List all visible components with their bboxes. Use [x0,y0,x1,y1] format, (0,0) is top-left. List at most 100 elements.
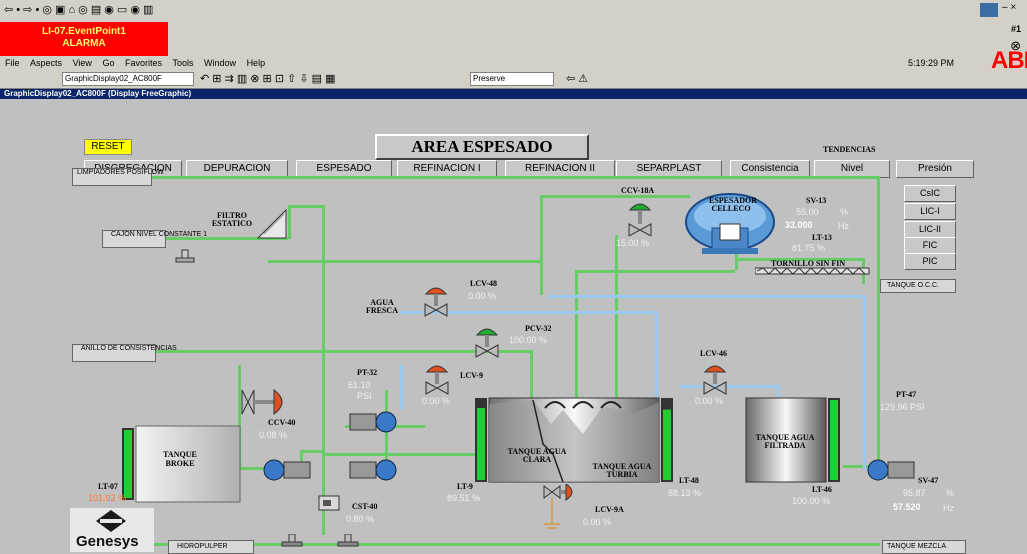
alarm-banner[interactable]: LI-07.EventPoint1 ALARMA [0,22,168,56]
menu-favorites[interactable]: Favorites [124,58,162,68]
ccv18a-valve-icon[interactable] [627,198,653,236]
genesys-logo-icon [96,510,126,532]
preserve-combo[interactable]: Preserve [470,72,554,86]
side-lic2-button[interactable]: LIC-II [904,221,956,238]
tag-limpiadores[interactable]: LIMPIADORES POSIFLOW [72,168,164,186]
sv13-unit: % [840,207,849,217]
alarm-event: LI-07.EventPoint1 [42,26,126,37]
valve-bottom-1-icon[interactable] [280,534,304,550]
reset-button[interactable]: RESET [84,139,132,155]
tag-tanque-occ[interactable]: TANQUE O.C.C. [880,279,956,293]
lcv46-valve-icon[interactable] [702,360,728,396]
menu-window[interactable]: Window [204,58,237,68]
ccv40-valve-icon[interactable] [240,388,292,416]
genesys-logo: Genesys [70,508,154,552]
sv47-label: SV-47 [918,476,939,485]
side-lic1-button[interactable]: LIC-I [904,203,956,220]
tanque-agua-filtrada[interactable] [744,394,854,486]
lt48-label: LT-48 [679,476,699,485]
pump-broke-icon[interactable] [262,456,314,484]
pt32-label: PT-32 [357,368,378,377]
menu-aspects[interactable]: Aspects [30,58,63,68]
cst40-sensor-icon[interactable] [317,494,341,512]
tag-tanque-mezcla[interactable]: TANQUE MEZCLA [882,540,966,554]
tanque-broke[interactable] [118,424,244,506]
ccv40-label: CCV-40 [268,418,296,427]
tanque-turbia-label: TANQUE AGUA TURBIA [592,462,652,479]
window-controls-icon[interactable]: – × [1002,2,1017,13]
lcv46-label: LCV-46 [700,349,727,358]
cst40-value: 0.80 % [346,514,375,524]
sv13-label: SV-13 [806,196,827,205]
tendencias-label: TENDENCIAS [823,145,876,154]
page-title: AREA ESPESADO [375,134,589,160]
lt13-label: LT-13 [812,233,832,242]
lcv9a-label: LCV-9A [595,505,624,514]
lt9-label: LT-9 [457,482,473,491]
lt46-value: 100.00 % [792,496,831,506]
sv13-value: 55.00 [796,207,819,217]
ccv18a-label: CCV-18A [621,186,655,195]
lt13-value: 81.75 % [792,243,826,253]
nav-nivel[interactable]: Nivel [814,160,890,178]
menu-tools[interactable]: Tools [172,58,194,68]
side-fic-button[interactable]: FIC [904,237,956,254]
lt9-value: 89.51 % [447,493,481,503]
menu-go[interactable]: Go [102,58,115,68]
sv13-hz-value: 33.000 [785,220,813,230]
lcv48-valve-icon[interactable] [423,282,449,318]
tag-anillo[interactable]: ANILLO DE CONSISTENCIAS [72,344,177,362]
lcv9a-value: 0.00 % [583,517,612,527]
menu-view[interactable]: View [72,58,92,68]
toolbar-icons[interactable]: ↶ ⊞ ⇉ ▥ ⊗ ⊞ ⊡ ⇧ ⇩ ▤ ▦ [200,73,336,85]
display-toolbar: GraphicDisplay02_AC800F ↶ ⊞ ⇉ ▥ ⊗ ⊞ ⊡ ⇧ … [0,70,1027,89]
app-icon [980,3,998,17]
lt07-label: LT-07 [98,482,118,491]
pt32-unit: PSI [357,391,372,401]
pcv32-value: 100.00 % [509,335,548,345]
alarm-strip: #1 ⊗ [168,22,1027,56]
tanque-clara-label: TANQUE AGUA CLARA [507,447,567,464]
tag-cajon[interactable]: CAJON NIVEL CONSTANTE 1 [102,230,207,248]
filtro-valve-icon[interactable] [174,248,196,266]
nav-arrows-icon[interactable]: ⇦ • ⇨ • ◎ ▣ ⌂ ◎ ▤ ◉ ▭ ◉ ▥ [4,4,154,16]
display-combo[interactable]: GraphicDisplay02_AC800F [62,72,194,86]
genesys-logo-text: Genesys [76,533,139,550]
display-titlebar: GraphicDisplay02_AC800F (Display FreeGra… [0,89,1027,99]
espesador-label: ESPESADOR CELLECO [709,196,758,213]
side-csic-button[interactable]: CsIC [904,185,956,202]
pcv32-valve-icon[interactable] [474,323,500,359]
filtro-icon[interactable] [256,206,296,240]
side-pic-button[interactable]: PIC [904,253,956,270]
sv47-hz-unit: Hz [943,503,954,513]
display-title: GraphicDisplay02_AC800F (Display FreeGra… [4,89,192,98]
nav-presion[interactable]: Presión [896,160,974,178]
ccv40-value: 0.08 % [259,430,288,440]
espesador-celleco-icon[interactable] [682,188,778,268]
sv13-hz-unit: Hz [838,221,849,231]
menu-help[interactable]: Help [246,58,266,68]
tanque-broke-label: TANQUE BROKE [163,450,197,468]
sv47-value: 95.87 [903,488,926,498]
menu-file[interactable]: File [5,58,20,68]
tag-hidropulper[interactable]: HIDROPULPER [168,540,254,554]
abb-logo: ABB [991,47,1027,74]
sv47-unit: % [946,488,955,498]
lcv9a-valve-icon[interactable] [540,484,578,534]
lcv48-label: LCV-48 [470,279,497,288]
lcv48-value: 0.00 % [468,291,497,301]
warning-icon[interactable]: ⇦ ⚠ [566,73,589,85]
alarm-count: #1 [1010,24,1021,34]
pump-clara-icon[interactable] [348,408,400,436]
valve-bottom-2-icon[interactable] [336,534,360,550]
pt47-value: 129.96 PSI [880,402,925,412]
tornillo-conveyor-icon[interactable] [755,265,871,277]
pump-filtrada-icon[interactable] [866,456,918,484]
lcv9-label: LCV-9 [460,371,483,380]
tanque-agua-clara-turbia[interactable] [473,394,683,486]
pump-turbia-icon[interactable] [348,456,400,484]
lt46-label: LT-46 [812,485,832,494]
lcv9-valve-icon[interactable] [424,360,450,396]
close-alarm-icon[interactable]: ⊗ [1010,38,1021,53]
menu-bar: File Aspects View Go Favorites Tools Win… [0,47,1027,74]
